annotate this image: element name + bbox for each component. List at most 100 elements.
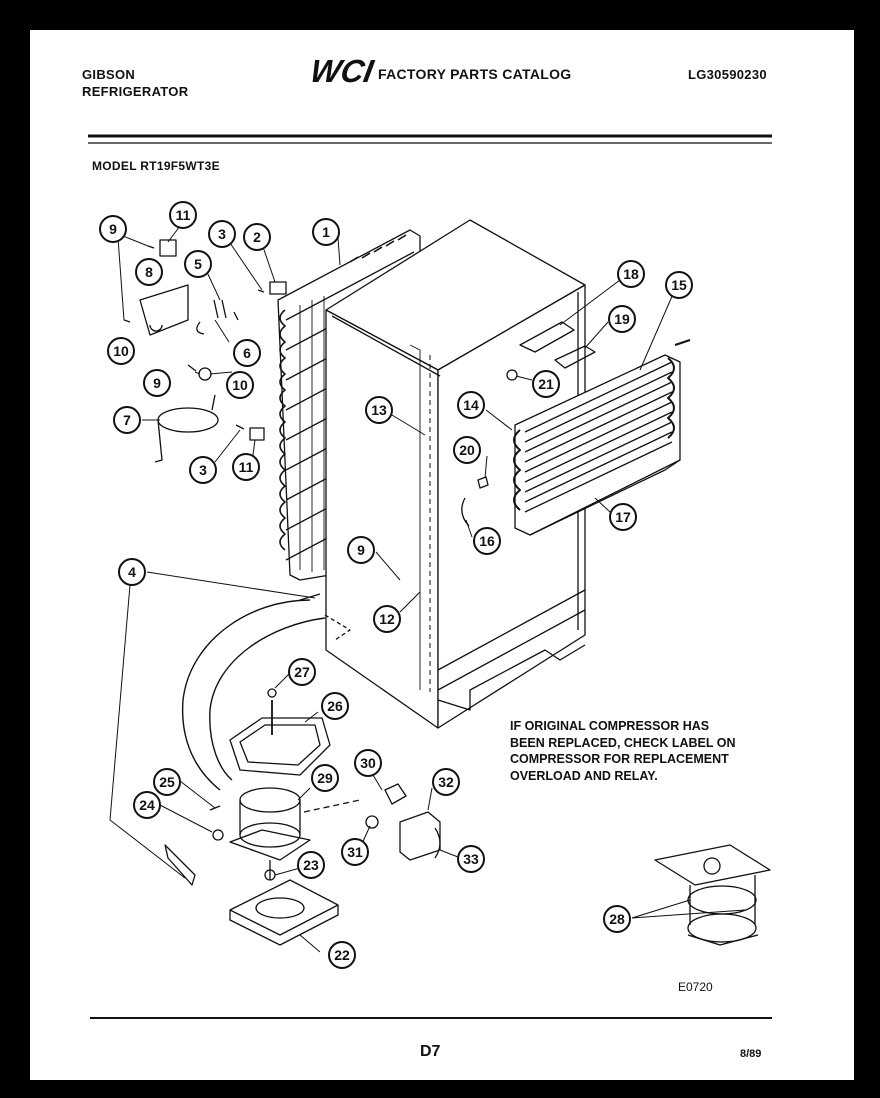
callout-c29: 29	[311, 764, 339, 792]
callout-label: 29	[317, 770, 333, 786]
callout-c19: 19	[608, 305, 636, 333]
electrical-parts-cluster	[123, 239, 287, 463]
callout-c9a: 9	[99, 215, 127, 243]
note-line: COMPRESSOR FOR REPLACEMENT	[510, 752, 729, 766]
callout-c10b: 10	[226, 371, 254, 399]
callout-label: 3	[218, 226, 226, 242]
callout-label: 26	[327, 698, 343, 714]
product-type: REFRIGERATOR	[82, 84, 189, 99]
document-code: LG30590230	[688, 67, 767, 82]
callout-label: 12	[379, 611, 395, 627]
callout-c28: 28	[603, 905, 631, 933]
note-line: IF ORIGINAL COMPRESSOR HAS	[510, 719, 710, 733]
callout-label: 18	[623, 266, 639, 282]
callout-c8: 8	[135, 258, 163, 286]
callout-c24: 24	[133, 791, 161, 819]
compressor-mounting-base	[229, 860, 339, 946]
callout-c27: 27	[288, 658, 316, 686]
callout-label: 24	[139, 797, 155, 813]
callout-label: 11	[176, 207, 191, 223]
callout-label: 10	[232, 377, 248, 393]
page-number: D7	[420, 1043, 441, 1060]
callout-label: 27	[294, 664, 310, 680]
defrost-drain-tube	[181, 593, 351, 791]
callout-label: 9	[357, 542, 365, 558]
callout-c18: 18	[617, 260, 645, 288]
svg-text:WCI: WCI	[312, 53, 376, 87]
callout-label: 9	[153, 375, 161, 391]
callout-label: 32	[438, 774, 454, 790]
callout-c3b: 3	[189, 456, 217, 484]
drip-pan	[229, 688, 331, 776]
leader-lines	[109, 221, 746, 953]
callout-c1: 1	[312, 218, 340, 246]
callout-label: 30	[360, 755, 376, 771]
figure-code: E0720	[678, 980, 713, 994]
callout-c30: 30	[354, 749, 382, 777]
callout-c26: 26	[321, 692, 349, 720]
callout-label: 20	[459, 442, 475, 458]
date-code: 8/89	[740, 1048, 762, 1060]
callout-c16: 16	[473, 527, 501, 555]
callout-c10a: 10	[107, 337, 135, 365]
evaporator-assembly	[513, 339, 691, 536]
callout-c31: 31	[341, 838, 369, 866]
callout-label: 5	[194, 256, 202, 272]
callout-label: 17	[615, 509, 631, 525]
catalog-title: FACTORY PARTS CATALOG	[378, 66, 572, 82]
callout-c11a: 11	[169, 201, 197, 229]
callout-label: 1	[322, 224, 330, 240]
callout-c7: 7	[113, 406, 141, 434]
callout-label: 4	[128, 564, 136, 580]
callout-label: 23	[303, 857, 319, 873]
relay-overload-parts	[365, 783, 441, 861]
callout-c22: 22	[328, 941, 356, 969]
callout-label: 14	[463, 397, 479, 413]
callout-label: 3	[199, 462, 207, 478]
wci-logo: WCI	[312, 53, 376, 87]
note-line: BEEN REPLACED, CHECK LABEL ON	[510, 735, 736, 750]
callout-label: 6	[243, 345, 251, 361]
callout-c9b: 9	[143, 369, 171, 397]
callout-c25: 25	[153, 768, 181, 796]
replacement-compressor	[654, 844, 771, 946]
brand-name: GIBSON	[82, 67, 136, 82]
callout-label: 19	[614, 311, 630, 327]
callout-label: 9	[109, 221, 117, 237]
callout-c9c: 9	[347, 536, 375, 564]
callout-label: 33	[463, 851, 479, 867]
callout-c5: 5	[184, 250, 212, 278]
callout-c4: 4	[118, 558, 146, 586]
callout-c17: 17	[609, 503, 637, 531]
callout-label: 21	[538, 376, 554, 392]
callout-label: 2	[253, 229, 261, 245]
callout-c11b: 11	[232, 453, 260, 481]
callout-c13: 13	[365, 396, 393, 424]
callout-label: 16	[479, 533, 495, 549]
callout-c6: 6	[233, 339, 261, 367]
callout-label: 13	[371, 402, 387, 418]
compressor-replacement-note: IF ORIGINAL COMPRESSOR HAS BEEN REPLACED…	[510, 718, 735, 784]
callout-c32: 32	[432, 768, 460, 796]
callout-label: 10	[113, 343, 129, 359]
callout-label: 28	[609, 911, 625, 927]
callout-label: 15	[671, 277, 687, 293]
callout-c33: 33	[457, 845, 485, 873]
callout-label: 7	[123, 412, 131, 428]
callout-c15: 15	[665, 271, 693, 299]
callout-label: 11	[239, 459, 254, 475]
model-label: MODEL RT19F5WT3E	[92, 159, 220, 173]
callout-label: 25	[159, 774, 175, 790]
callout-c3a: 3	[208, 220, 236, 248]
callout-c2: 2	[243, 223, 271, 251]
callout-c12: 12	[373, 605, 401, 633]
callout-label: 8	[145, 264, 153, 280]
note-line: OVERLOAD AND RELAY.	[510, 768, 658, 783]
callout-c20: 20	[453, 436, 481, 464]
callout-label: 31	[347, 844, 363, 860]
callout-c14: 14	[457, 391, 485, 419]
thermostat-capillary	[164, 805, 224, 886]
